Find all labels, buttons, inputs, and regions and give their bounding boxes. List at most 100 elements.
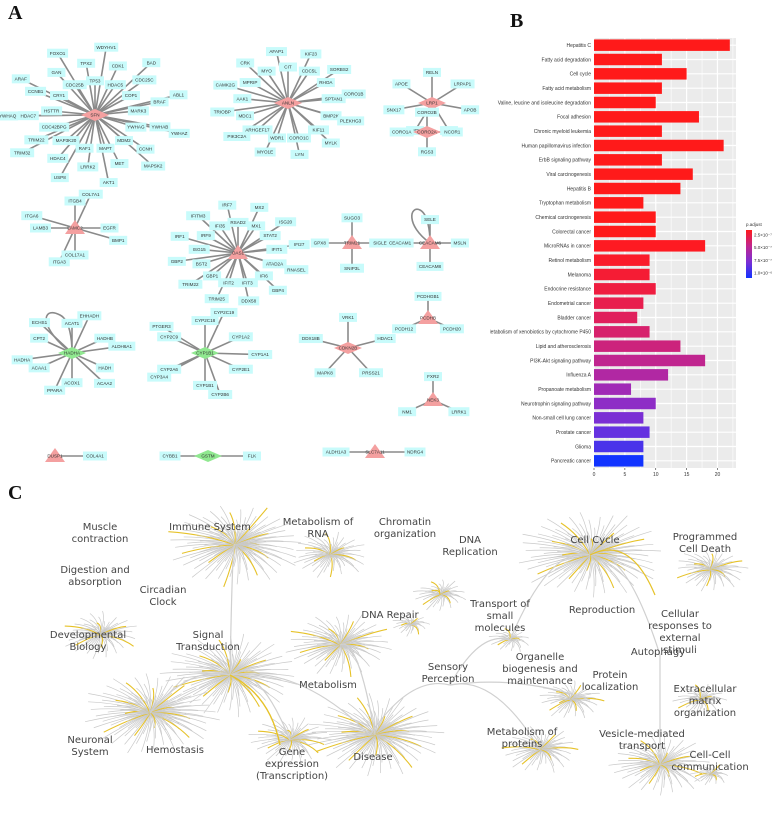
leaf-node — [235, 111, 254, 121]
leaf-node-label: HDAC7 — [21, 113, 37, 118]
leaf-node — [236, 58, 255, 68]
network-edge — [287, 68, 340, 104]
leaf-node — [17, 111, 39, 121]
network-edge — [219, 225, 239, 254]
legend-label: 1.0×10⁻⁶ — [754, 271, 772, 276]
leaf-node — [339, 312, 357, 322]
leaf-node-label: CCNB1 — [28, 89, 44, 94]
category-label: Viral carcinogenesis — [546, 172, 591, 178]
pathway-branch — [303, 629, 341, 646]
network-edge — [55, 71, 96, 116]
bar — [594, 340, 681, 352]
pathway-trunk — [509, 553, 591, 641]
leaf-node — [238, 296, 260, 306]
leaf-node — [213, 80, 238, 90]
network-edge — [179, 235, 239, 254]
leaf-node — [279, 62, 297, 72]
hub-node — [58, 347, 86, 359]
leaf-node — [257, 66, 276, 76]
bar — [594, 240, 706, 252]
leaf-node — [169, 90, 188, 100]
leaf-node-label: NCOR1 — [444, 130, 461, 135]
leaf-node-label: ARAF — [15, 76, 27, 81]
leaf-node — [64, 196, 86, 206]
leaf-node-label: MAP3K20 — [56, 138, 77, 143]
leaf-node — [100, 223, 119, 233]
plot-background — [594, 38, 736, 468]
leaf-node-label: CDC25C — [135, 77, 154, 82]
leaf-node — [254, 147, 276, 157]
pathway-branch — [74, 623, 101, 636]
pathway-branch — [89, 613, 101, 636]
hub-node — [420, 235, 440, 249]
bar — [594, 211, 656, 223]
leaf-node-label: STAT2 — [263, 233, 277, 238]
leaf-node-label: ITGA3 — [53, 259, 67, 264]
hub-node — [413, 126, 441, 138]
hub-node-label: CYP1B1 — [196, 351, 214, 356]
leaf-node-label: CORO1B — [344, 92, 363, 97]
leaf-node — [204, 294, 229, 304]
leaf-node-label: DDX18B — [302, 336, 320, 341]
pathway-branch — [296, 549, 331, 556]
leaf-node — [210, 107, 235, 117]
leaf-node — [228, 364, 253, 374]
bar — [594, 68, 687, 80]
category-label: Cell cycle — [570, 72, 592, 78]
leaf-node — [50, 173, 69, 183]
pathway-label: Reproduction — [569, 605, 635, 616]
pathway-branch — [699, 699, 708, 716]
bar — [594, 96, 656, 109]
pathway-trunk — [449, 681, 591, 701]
leaf-node-label: YWHAZ — [171, 131, 188, 136]
leaf-node-label: COP1 — [125, 93, 138, 98]
hub-node — [194, 450, 222, 462]
leaf-node-label: IRF7 — [222, 203, 232, 208]
leaf-node — [320, 111, 342, 121]
category-label: Chronic myeloid leukemia — [534, 129, 591, 135]
pathway-branch — [294, 643, 341, 647]
pathway-branch — [568, 517, 591, 556]
leaf-node-label: IFITM3 — [191, 213, 206, 218]
pathway-branch — [339, 644, 360, 654]
leaf-node — [0, 111, 19, 121]
pathway-branch — [183, 544, 236, 566]
pathway-trunk-highlight — [229, 674, 281, 746]
leaf-node-label: TRIM32 — [14, 150, 31, 155]
leaf-node — [300, 49, 322, 59]
category-label: MicroRNAs in cancer — [544, 244, 591, 250]
leaf-node — [265, 47, 287, 57]
leaf-node — [24, 135, 49, 145]
leaf-node-label: BAD — [147, 60, 157, 65]
leaf-node-label: ABL1 — [173, 92, 185, 97]
leaf-node-label: FLK — [248, 454, 257, 459]
pathway-branch — [267, 739, 291, 761]
pathway-branch — [149, 712, 168, 726]
pathway-trunk — [229, 543, 236, 676]
leaf-node-label: LRRK1 — [451, 409, 466, 414]
hub-node — [418, 97, 446, 109]
leaf-node-label: MX2 — [255, 205, 265, 210]
leaf-node-label: PLEKHG3 — [340, 118, 362, 123]
network-edge — [71, 352, 106, 384]
category-label: Non-small cell lung cancer — [532, 416, 591, 422]
bar — [594, 125, 662, 137]
pathway-branch — [437, 594, 442, 604]
pathway-branch — [80, 617, 101, 636]
pathway-label: DNA Repair — [361, 610, 419, 621]
leaf-node-label: HSTTR — [44, 108, 60, 113]
pathway-branch — [125, 682, 151, 714]
pathway-branch — [106, 685, 151, 714]
network-edge — [237, 252, 250, 302]
leaf-node-label: PCDH20 — [443, 326, 462, 331]
leaf-node-label: YWHAG — [127, 125, 145, 130]
pathway-branch — [569, 680, 576, 701]
leaf-node-label: COL17A1 — [65, 253, 86, 258]
x-tick-label: 20 — [715, 472, 721, 478]
pathway-label: Immune System — [169, 522, 251, 533]
leaf-node-label: VRK1 — [342, 315, 354, 320]
leaf-node-label: TRIM25 — [209, 296, 226, 301]
